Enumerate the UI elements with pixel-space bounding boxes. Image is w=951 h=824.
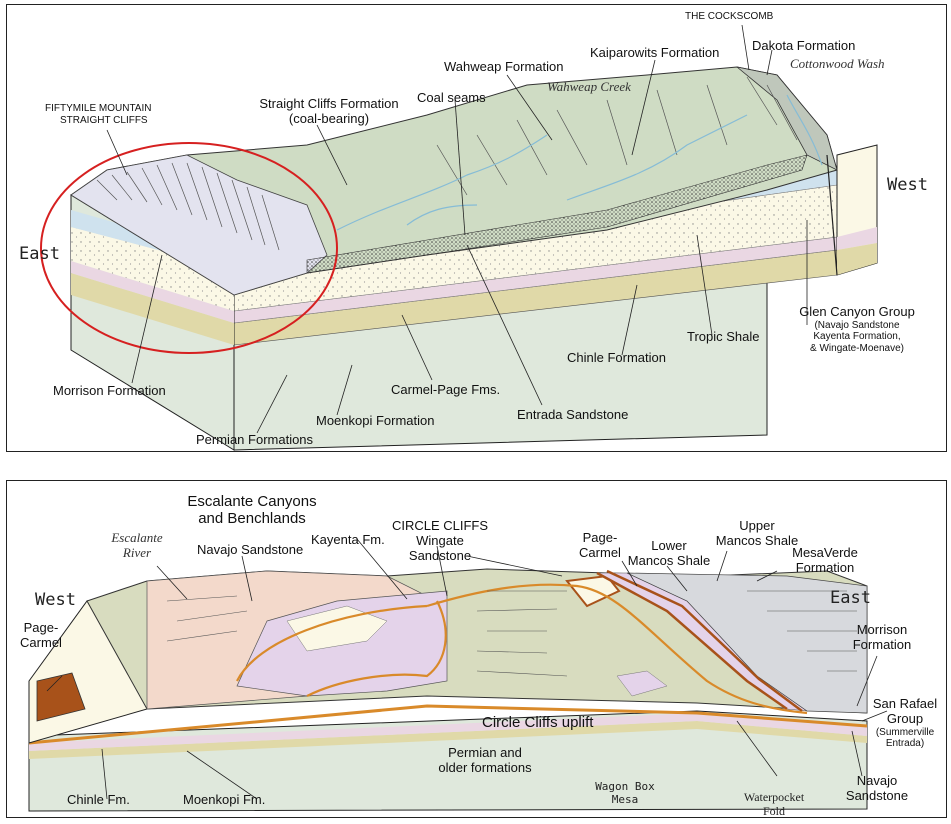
bottom-diagram-art	[28, 538, 888, 812]
permian-older-line2: older formations	[438, 759, 532, 775]
wahweap-formation-label: Wahweap Formation	[444, 59, 564, 74]
permian-label: Permian Formations	[196, 432, 314, 447]
escalante-canyons-label: Escalante Canyons and Benchlands	[167, 493, 337, 528]
waterpocket-line2: Fold	[762, 803, 785, 818]
fiftymile-label-line1: FIFTYMILE MOUNTAIN	[45, 103, 152, 114]
dakota-label: Dakota Formation	[752, 38, 856, 53]
chinle-label: Chinle Formation	[567, 350, 666, 365]
san-rafael-line3: (Summerville	[875, 726, 935, 738]
upper-mancos-line2: Mancos Shale	[715, 532, 799, 548]
waterpocket-fold-label: Waterpocket Fold	[729, 790, 819, 819]
page-carmel-left-label: Page- Carmel	[11, 620, 71, 651]
west-label-bottom: West	[35, 590, 76, 610]
page-carmel-right-label: Page- Carmel	[567, 530, 633, 561]
west-label-top: West	[887, 175, 928, 195]
escalante-river-line2: River	[122, 544, 152, 560]
cottonwood-wash-label: Cottonwood Wash	[790, 56, 885, 71]
upper-mancos-line1: Upper	[739, 518, 775, 533]
kaiparowits-label: Kaiparowits Formation	[590, 45, 720, 60]
glen-canyon-label: Glen Canyon Group (Navajo Sandstone Kaye…	[777, 304, 937, 354]
top-diagram-art	[40, 24, 878, 451]
lower-mancos-line1: Lower	[651, 538, 687, 553]
east-label-top: East	[19, 244, 60, 264]
kayenta-label: Kayenta Fm.	[311, 532, 385, 547]
entrada-label: Entrada Sandstone	[517, 407, 629, 422]
circle-cliffs-uplift-label: Circle Cliffs uplift	[482, 714, 594, 731]
chinle-fm-label: Chinle Fm.	[67, 792, 130, 807]
lower-mancos-label: Lower Mancos Shale	[619, 538, 719, 569]
morrison-line2: Formation	[852, 636, 912, 652]
navajo-bottom-line2: Sandstone	[845, 787, 909, 803]
glen-canyon-line3: Kayenta Formation,	[813, 331, 901, 343]
glen-canyon-line4: & Wingate-Moenave)	[810, 342, 904, 354]
straight-cliffs-label-line1: Straight Cliffs Formation	[259, 96, 399, 111]
wagon-box-line2: Mesa	[611, 792, 639, 806]
top-block-diagram: FIFTYMILE MOUNTAIN STRAIGHT CLIFFS Strai…	[6, 4, 947, 452]
escalante-river-line1: Escalante	[111, 530, 163, 545]
fiftymile-label-line2: STRAIGHT CLIFFS	[60, 115, 148, 126]
page-carmel-left-line2: Carmel	[20, 634, 62, 650]
san-rafael-line2: Group	[886, 710, 924, 726]
wahweap-creek-label: Wahweap Creek	[547, 79, 631, 94]
bottom-block-diagram: Escalante Canyons and Benchlands Escalan…	[6, 480, 947, 818]
escalante-canyons-line2: and Benchlands	[198, 510, 306, 528]
mesaverde-line1: MesaVerde	[792, 545, 858, 560]
coal-seams-label: Coal seams	[417, 90, 486, 105]
page-carmel-right-line2: Carmel	[579, 544, 621, 560]
carmel-page-label: Carmel-Page Fms.	[391, 382, 501, 397]
glen-canyon-line1: Glen Canyon Group	[799, 304, 915, 319]
moenkopi-fm-label: Moenkopi Fm.	[183, 792, 266, 807]
page-carmel-left-line1: Page-	[23, 620, 59, 635]
lower-mancos-line2: Mancos Shale	[627, 552, 711, 568]
cockscomb-label: THE COCKSCOMB	[685, 11, 774, 22]
moenkopi-label: Moenkopi Formation	[316, 413, 435, 428]
morrison-label: Morrison Formation	[53, 383, 166, 398]
morrison-formation-label: Morrison Formation	[837, 622, 927, 653]
san-rafael-line4: Entrada)	[885, 738, 925, 750]
san-rafael-line1: San Rafael	[872, 696, 938, 711]
upper-mancos-label: Upper Mancos Shale	[707, 518, 807, 549]
navajo-sandstone-top-label: Navajo Sandstone	[197, 542, 304, 557]
circle-cliffs-line1: CIRCLE CLIFFS	[391, 518, 489, 533]
page-carmel-right-line1: Page-	[582, 530, 618, 545]
tropic-shale-label: Tropic Shale	[687, 329, 760, 344]
east-label-bottom: East	[830, 588, 871, 608]
wingate-line2: Sandstone	[408, 547, 472, 563]
wagon-box-line1: Wagon Box	[595, 780, 655, 793]
mesaverde-line2: Formation	[795, 559, 855, 575]
fiftymile-highlight-circle	[40, 142, 338, 354]
straight-cliffs-label-line2: (coal-bearing)	[288, 110, 370, 126]
glen-canyon-line2: (Navajo Sandstone	[814, 319, 900, 331]
straight-cliffs-label: Straight Cliffs Formation (coal-bearing)	[249, 96, 409, 127]
permian-older-label: Permian and older formations	[425, 745, 545, 776]
escalante-canyons-line1: Escalante Canyons	[187, 493, 317, 510]
wagon-box-mesa-label: Wagon Box Mesa	[585, 780, 665, 806]
navajo-bottom-line1: Navajo	[856, 773, 898, 788]
mesaverde-label: MesaVerde Formation	[775, 545, 875, 576]
escalante-river-label: Escalante River	[102, 530, 172, 561]
wingate-line1: Wingate	[416, 532, 464, 548]
permian-older-line1: Permian and	[448, 745, 522, 760]
waterpocket-line1: Waterpocket	[743, 790, 805, 804]
san-rafael-label: San Rafael Group (Summerville Entrada)	[867, 696, 943, 750]
circle-cliffs-label: CIRCLE CLIFFS Wingate Sandstone	[385, 518, 495, 564]
navajo-sandstone-bottom-label: Navajo Sandstone	[837, 773, 917, 804]
morrison-line1: Morrison	[856, 622, 908, 637]
